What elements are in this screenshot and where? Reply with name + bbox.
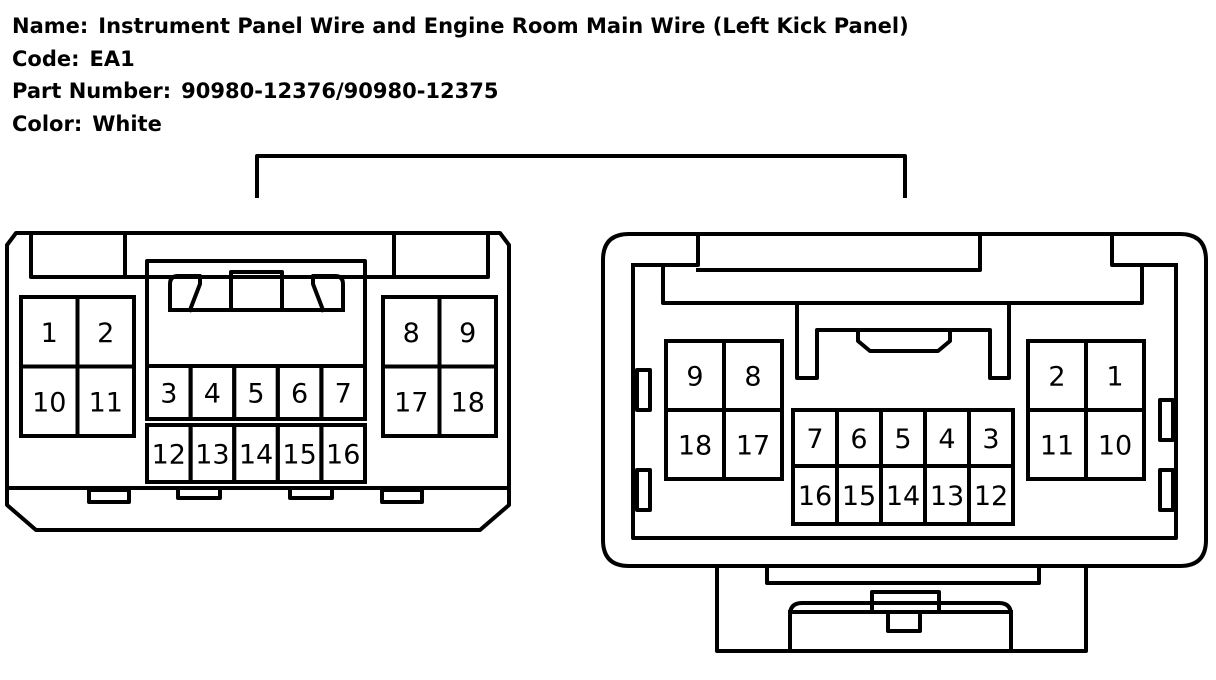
name-line: Name: Instrument Panel Wire and Engine Ro… [12, 10, 1202, 43]
left-pin-label: 5 [247, 379, 264, 410]
right-pin-label: 7 [806, 424, 823, 455]
right-pin-label: 10 [1098, 431, 1132, 462]
part-number-label: Part Number: [12, 79, 172, 103]
right-pin-label: 8 [744, 362, 761, 393]
right-pin-cavity [1084, 408, 1146, 481]
right-pin-label: 14 [886, 481, 920, 512]
code-value: EA1 [89, 46, 135, 71]
left-pin-cavity [437, 364, 498, 438]
right-pin-label: 15 [842, 481, 876, 512]
left-pin-label: 1 [41, 318, 58, 349]
left-pin-label: 7 [335, 379, 352, 410]
right-pin-label: 2 [1048, 362, 1065, 393]
left-pin-label: 6 [291, 379, 308, 410]
right-pin-label: 17 [736, 431, 770, 462]
left-pin-label: 8 [403, 318, 420, 349]
left-pin-label: 11 [89, 387, 123, 418]
right-pin-label: 1 [1106, 362, 1123, 393]
left-pin-cavity [319, 364, 367, 421]
right-connector-body [601, 232, 1208, 653]
left-pin-label: 9 [459, 318, 476, 349]
left-pin-cavity [75, 364, 136, 438]
right-pin-label: 13 [930, 481, 964, 512]
left-pin-cavity [319, 423, 367, 484]
name-label: Name: [12, 14, 89, 38]
left-pin-label: 12 [152, 440, 186, 471]
color-line: Color: White [12, 108, 1202, 141]
left-pin-label: 15 [282, 440, 316, 471]
right-pin-label: 5 [894, 424, 911, 455]
left-pin-label: 3 [160, 379, 177, 410]
left-pin-label: 13 [195, 440, 229, 471]
right-pin-label: 18 [678, 431, 712, 462]
code-label: Code: [12, 46, 80, 71]
color-label: Color: [12, 111, 83, 136]
right-pin-label: 16 [798, 481, 832, 512]
left-pin-label: 10 [32, 387, 66, 418]
right-pin-label: 4 [938, 424, 955, 455]
connector-info: Name: Instrument Panel Wire and Engine Ro… [12, 10, 1202, 140]
left-pin-label: 4 [204, 379, 221, 410]
part-number-value: 90980-12376/90980-12375 [181, 79, 499, 103]
left-connector-body [5, 231, 511, 532]
right-pin-label: 3 [982, 424, 999, 455]
right-pin-label: 12 [974, 481, 1008, 512]
code-line: Code: EA1 [12, 43, 1202, 76]
part-number-line: Part Number: 90980-12376/90980-12375 [12, 75, 1202, 108]
mating-bracket [255, 154, 907, 198]
right-pin-label: 9 [686, 362, 703, 393]
left-pin-label: 16 [326, 440, 360, 471]
left-pin-label: 17 [394, 387, 428, 418]
left-pin-label: 2 [97, 318, 114, 349]
name-value: Instrument Panel Wire and Engine Room Ma… [98, 14, 909, 38]
left-pin-label: 14 [239, 440, 273, 471]
left-pin-label: 18 [451, 387, 485, 418]
right-pin-label: 11 [1040, 431, 1074, 462]
color-value: White [92, 111, 162, 136]
right-pin-cavity [722, 408, 784, 481]
right-pin-label: 6 [850, 424, 867, 455]
right-pin-cavity [967, 464, 1015, 526]
